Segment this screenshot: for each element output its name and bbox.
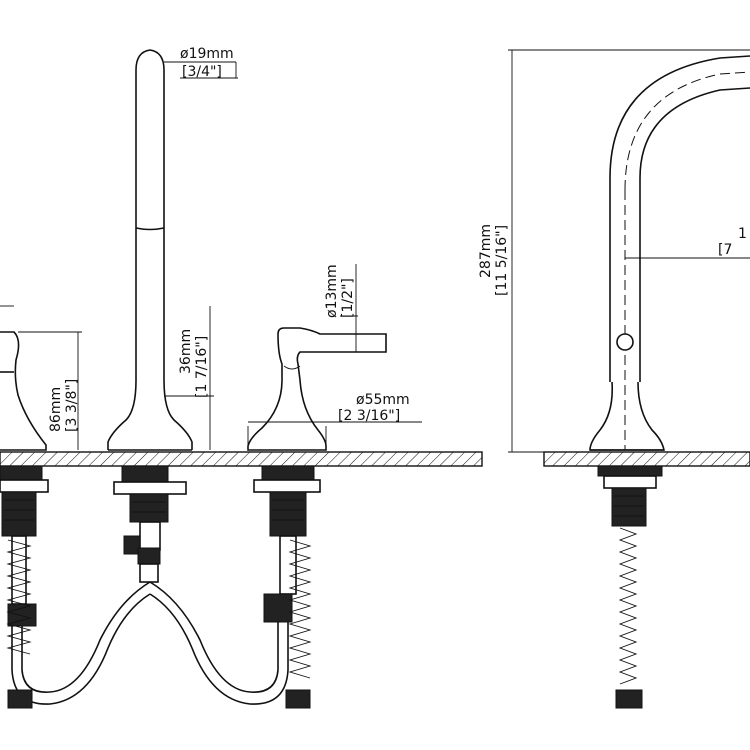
countertop-side — [543, 451, 750, 467]
side-view: 287mm [11 5/16"] 1 [7 — [478, 49, 750, 709]
dim-spout-base-height: 36mm [1 7/16"] — [164, 306, 214, 450]
handle-diameter-inch: [1/2"] — [340, 278, 356, 318]
dim-spout-diameter: ø19mm [3/4"] — [164, 46, 238, 80]
base-diameter-inch: [2 3/16"] — [338, 408, 400, 424]
gooseneck-spout — [589, 55, 750, 451]
handle-height-mm: 86mm — [48, 387, 64, 432]
handle-height-inch: [3 3/8"] — [64, 379, 80, 432]
reach-inch: [7 — [718, 242, 732, 258]
dim-handle-diameter: ø13mm [1/2"] — [324, 264, 358, 352]
spout-base-height-inch: [1 7/16"] — [194, 336, 210, 398]
dim-base-diameter: ø55mm [2 3/16"] — [247, 392, 422, 450]
dim-reach: 1 [7 — [625, 226, 750, 259]
spout-base-height-mm: 36mm — [178, 329, 194, 374]
flex-hoses — [6, 539, 312, 709]
dim-overall-height: 287mm [11 5/16"] — [478, 49, 750, 453]
front-view: ø19mm [3/4"] ø13mm [1/2"] 86mm [3 3/8"] … — [0, 46, 483, 709]
spout — [107, 49, 193, 451]
right-handle — [247, 327, 387, 451]
base-diameter-mm: ø55mm — [356, 392, 410, 408]
spout-diameter-inch: [3/4"] — [182, 64, 222, 80]
handle-diameter-mm: ø13mm — [324, 264, 340, 318]
valve-assemblies — [0, 465, 321, 709]
countertop-front — [0, 451, 483, 467]
reach-mm: 1 — [738, 226, 747, 242]
overall-height-inch: [11 5/16"] — [494, 225, 510, 296]
dim-handle-height: 86mm [3 3/8"] — [0, 305, 82, 450]
side-shank — [597, 465, 663, 709]
spout-diameter-mm: ø19mm — [180, 46, 234, 62]
left-handle — [0, 331, 47, 451]
overall-height-mm: 287mm — [478, 224, 494, 278]
